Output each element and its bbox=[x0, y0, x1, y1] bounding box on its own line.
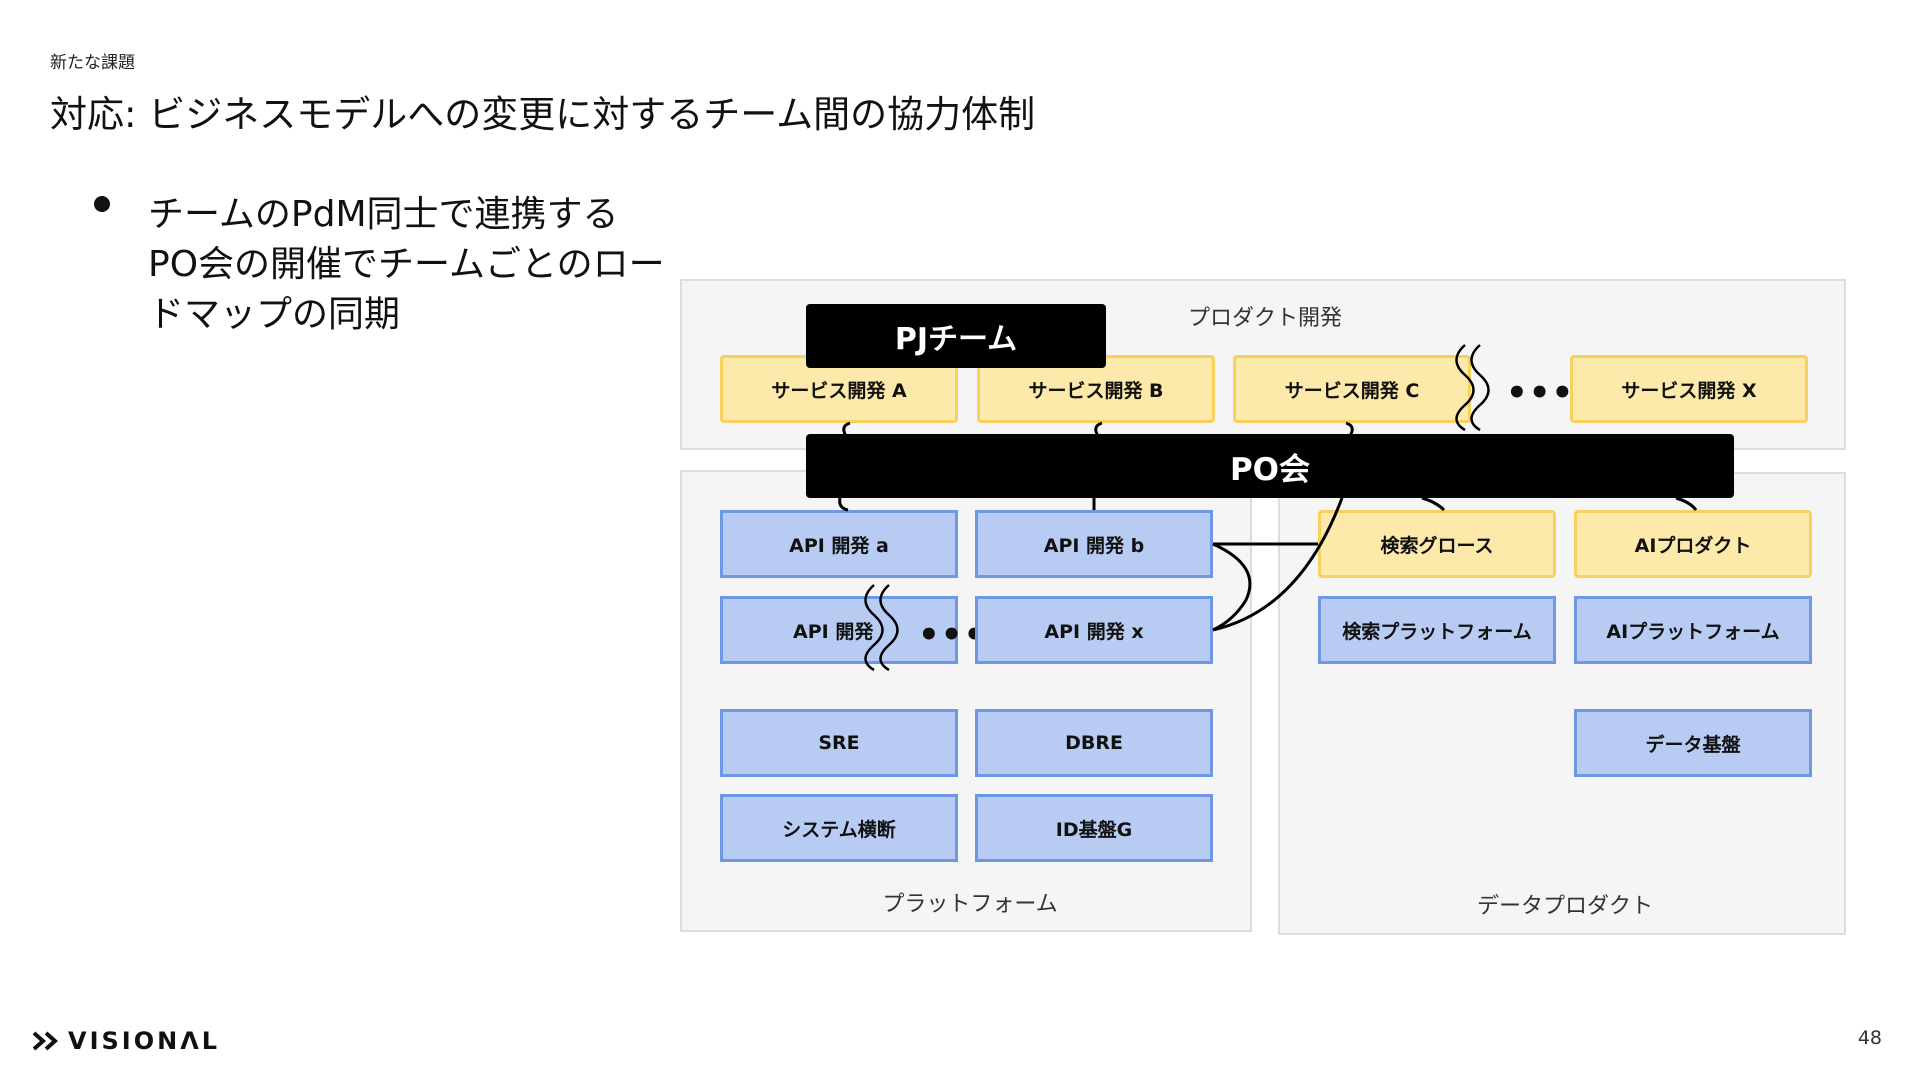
bullet-line-3: ドマップの同期 bbox=[148, 294, 401, 335]
logo-text: VISIONΛL bbox=[68, 1027, 221, 1055]
team-api-partial-label: API 開発 bbox=[793, 620, 874, 643]
bullet-text: チームのPdM同士で連携する PO会の開催でチームごとのロー ドマップの同期 bbox=[148, 190, 668, 340]
po-meeting-bar: PO会 bbox=[806, 434, 1734, 498]
team-api-b: API 開発 b bbox=[975, 510, 1213, 578]
service-team-c: サービス開発 C bbox=[1233, 355, 1471, 423]
team-api-partial: API 開発 bbox=[720, 596, 958, 664]
service-ellipsis: ••• bbox=[1506, 373, 1575, 413]
section-subtitle: 新たな課題 bbox=[50, 53, 135, 73]
page-number: 48 bbox=[1857, 1027, 1882, 1049]
service-team-a: サービス開発 A bbox=[720, 355, 958, 423]
team-data-platform: データ基盤 bbox=[1574, 709, 1812, 777]
team-api-x: API 開発 x bbox=[975, 596, 1213, 664]
platform-label: プラットフォーム bbox=[882, 892, 1058, 917]
page-title: 対応: ビジネスモデルへの変更に対するチーム間の協力体制 bbox=[50, 93, 1036, 136]
team-dbre: DBRE bbox=[975, 709, 1213, 777]
data-product-label: データプロダクト bbox=[1476, 894, 1653, 919]
api-ellipsis: ••• bbox=[918, 615, 987, 655]
team-ai-product: AIプロダクト bbox=[1574, 510, 1812, 578]
team-system: システム横断 bbox=[720, 794, 958, 862]
bullet-line-1: チームのPdM同士で連携する bbox=[148, 194, 619, 235]
team-id: ID基盤G bbox=[975, 794, 1213, 862]
bullet-line-2: PO会の開催でチームごとのロー bbox=[148, 244, 665, 285]
team-ai-platform: AIプラットフォーム bbox=[1574, 596, 1812, 664]
team-search-growth: 検索グロース bbox=[1318, 510, 1556, 578]
chevrons-icon bbox=[32, 1031, 59, 1051]
logo: VISIONΛL bbox=[32, 1027, 220, 1055]
service-team-x: サービス開発 X bbox=[1570, 355, 1808, 423]
team-sre: SRE bbox=[720, 709, 958, 777]
pj-team-bar: PJチーム bbox=[806, 304, 1106, 368]
product-dev-label: プロダクト開発 bbox=[1187, 306, 1342, 331]
team-api-a: API 開発 a bbox=[720, 510, 958, 578]
bullet-icon bbox=[94, 196, 110, 212]
team-search-platform: 検索プラットフォーム bbox=[1318, 596, 1556, 664]
